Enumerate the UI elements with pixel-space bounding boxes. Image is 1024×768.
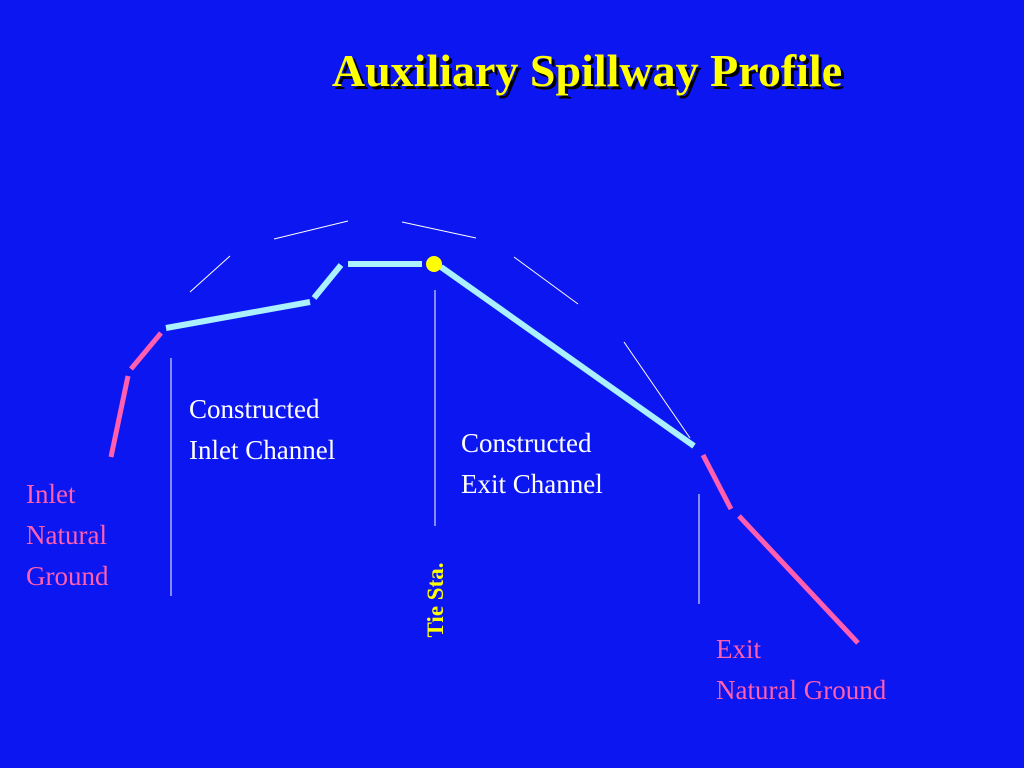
inlet-channel-segment bbox=[311, 263, 344, 300]
label-line: Exit Channel bbox=[461, 469, 603, 499]
inlet-ground-segment bbox=[129, 331, 163, 371]
label-line: Constructed bbox=[461, 428, 592, 458]
arc-guide-segment bbox=[189, 255, 231, 293]
label-line: Natural Ground bbox=[716, 675, 887, 705]
page-title: Auxiliary Spillway Profile bbox=[331, 45, 843, 96]
exit-natural-ground-label: Exit Natural Ground bbox=[716, 629, 886, 711]
label-line: Exit bbox=[716, 634, 761, 664]
profile-arc-guide bbox=[189, 220, 691, 439]
inlet-channel-segment bbox=[165, 299, 311, 331]
tie-station-marker bbox=[426, 256, 442, 272]
reference-lines bbox=[170, 290, 700, 604]
arc-guide-segment bbox=[623, 341, 691, 439]
constructed-inlet-channel-label: Constructed Inlet Channel bbox=[189, 389, 335, 471]
label-line: Natural bbox=[26, 520, 107, 550]
exit-channel-segment bbox=[439, 264, 696, 449]
label-line: Inlet bbox=[26, 479, 76, 509]
inlet-ground-segment bbox=[108, 375, 131, 458]
arc-guide-segment bbox=[513, 256, 579, 305]
inlet-natural-ground-label: Inlet Natural Ground bbox=[26, 474, 109, 597]
arc-guide-segment bbox=[401, 221, 477, 239]
label-line: Constructed bbox=[189, 394, 320, 424]
exit-ground-segment bbox=[700, 453, 734, 511]
exit-ground-segment bbox=[737, 514, 860, 645]
constructed-channel-line bbox=[165, 261, 696, 449]
arc-guide-segment bbox=[273, 220, 349, 240]
inlet-natural-ground-line bbox=[108, 331, 163, 458]
exit-natural-ground-line bbox=[700, 453, 860, 645]
constructed-exit-channel-label: Constructed Exit Channel bbox=[461, 423, 603, 505]
tie-station-label: Tie Sta. bbox=[423, 562, 448, 638]
label-line: Ground bbox=[26, 561, 109, 591]
label-line: Inlet Channel bbox=[189, 435, 336, 465]
